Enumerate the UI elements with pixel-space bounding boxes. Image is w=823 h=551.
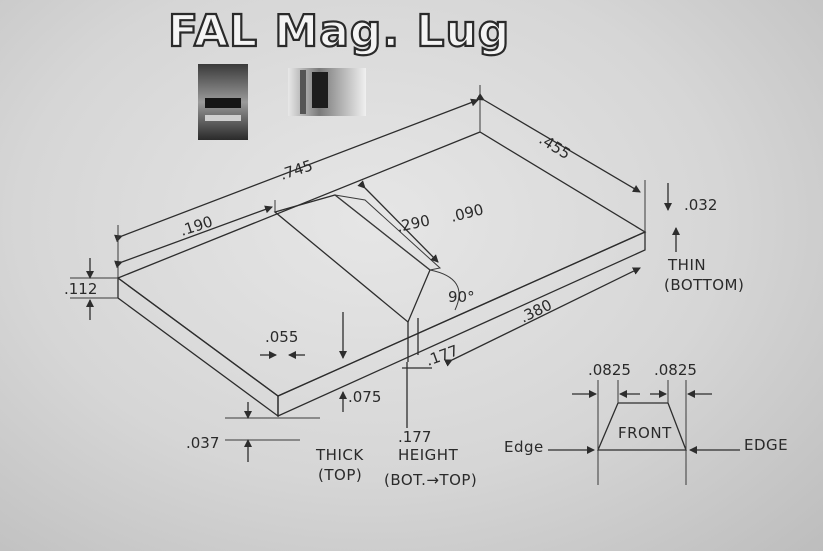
label-edge-right: EDGE: [744, 436, 788, 454]
dim-front-left: .0825: [588, 361, 631, 379]
dim-height-side: .177: [423, 341, 461, 369]
label-thick: THICK: [315, 446, 364, 464]
label-thin-sub: (BOTTOM): [664, 276, 744, 294]
label-edge-left: Edge: [504, 438, 544, 456]
label-thick-sub: (TOP): [318, 466, 362, 484]
dim-small-width: .055: [265, 328, 298, 346]
lug-photo-side: [198, 64, 248, 140]
dim-thickness: .112: [64, 280, 97, 298]
dim-height: .177: [398, 428, 431, 446]
dim-thick-top: .075: [348, 388, 381, 406]
label-front: FRONT: [618, 424, 672, 442]
dim-side-length: .380: [517, 296, 555, 327]
dim-angle: 90°: [448, 288, 475, 306]
drawing-title: FAL Mag. Lug: [168, 6, 510, 57]
dim-overall-width: .455: [536, 130, 574, 163]
dimension-lines: [70, 85, 680, 462]
lug-photo-top: [288, 68, 366, 116]
dim-overall-length: .745: [278, 156, 315, 183]
dim-slot-depth: .090: [449, 200, 486, 226]
front-profile: [548, 380, 740, 485]
label-height-sub: (BOT.→TOP): [384, 471, 477, 489]
dim-front-offset: .190: [178, 212, 215, 239]
dim-thin-bottom: .032: [684, 196, 717, 214]
label-thin: THIN: [667, 256, 706, 274]
dim-slot-length: .290: [395, 211, 431, 236]
dim-edge-small: .037: [186, 434, 219, 452]
label-height: HEIGHT: [398, 446, 459, 464]
dim-front-right: .0825: [654, 361, 697, 379]
lug-block: [116, 131, 647, 418]
